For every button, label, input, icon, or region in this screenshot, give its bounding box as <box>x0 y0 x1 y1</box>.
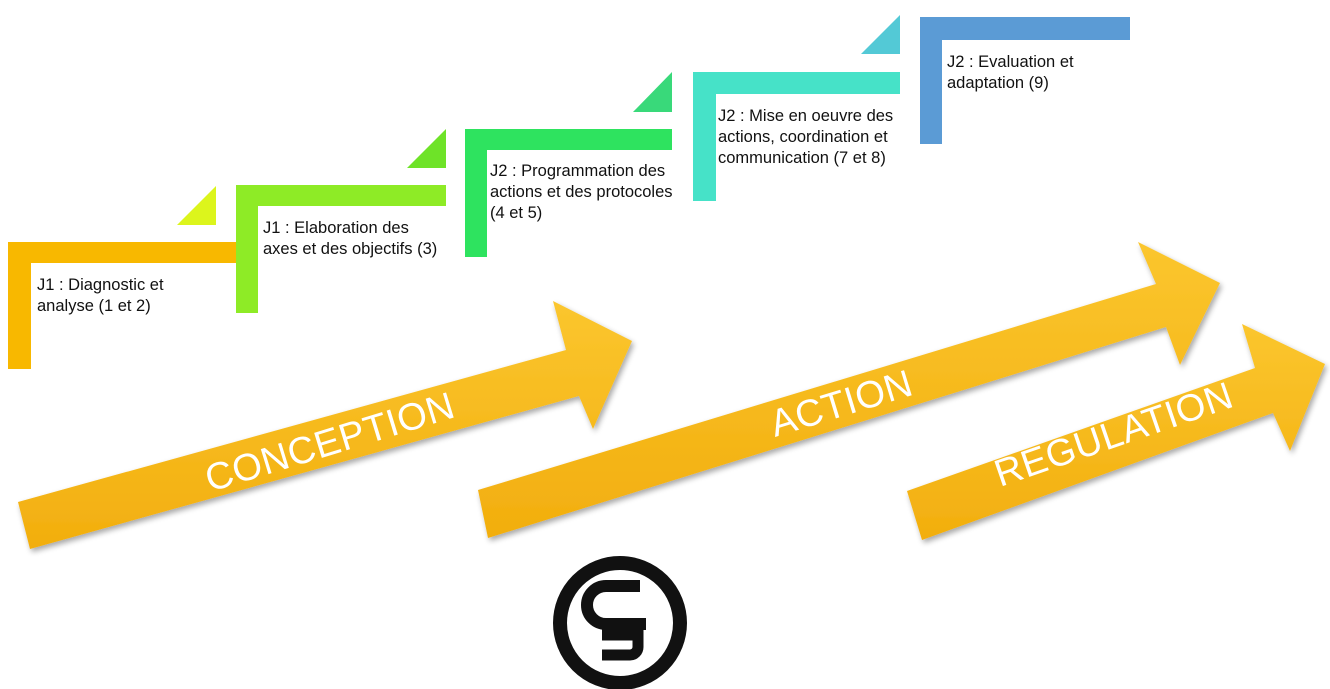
action-arrow <box>478 242 1220 538</box>
phase-label-action: ACTION <box>765 363 917 446</box>
regulation-arrow <box>907 324 1325 540</box>
step-bracket-4 <box>693 72 900 201</box>
step-bracket-3 <box>465 129 672 257</box>
step-label-5: J2 : Evaluation et adaptation (9) <box>947 53 1074 92</box>
step-bracket-5 <box>920 17 1130 144</box>
step-bracket-2 <box>236 185 446 313</box>
step-bracket-1 <box>8 242 245 369</box>
step-corner-1 <box>177 186 216 225</box>
step-label-2: J1 : Elaboration des axes et des objecti… <box>263 219 438 258</box>
step-corner-3 <box>633 72 672 112</box>
step-corner-4 <box>861 15 900 54</box>
step-corner-2 <box>407 129 446 168</box>
step-label-1: J1 : Diagnostic et analyse (1 et 2) <box>37 276 164 315</box>
conception-arrow <box>18 301 632 549</box>
step-label-3: J2 : Programmation des actions et des pr… <box>490 162 673 222</box>
step-label-4: J2 : Mise en oeuvre des actions, coordin… <box>718 107 894 167</box>
logo <box>553 556 687 689</box>
